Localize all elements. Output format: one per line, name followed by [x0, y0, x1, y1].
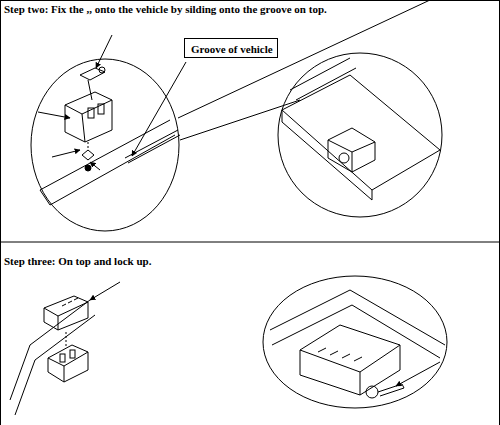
step-heading: Step three: On top and lock up. — [3, 255, 152, 267]
box-text: Groove of vehicle — [191, 43, 271, 55]
step-heading: Step two: Fix the ,, onto the vehicle by… — [3, 3, 328, 15]
label-box: Groove of vehicle — [184, 38, 278, 58]
